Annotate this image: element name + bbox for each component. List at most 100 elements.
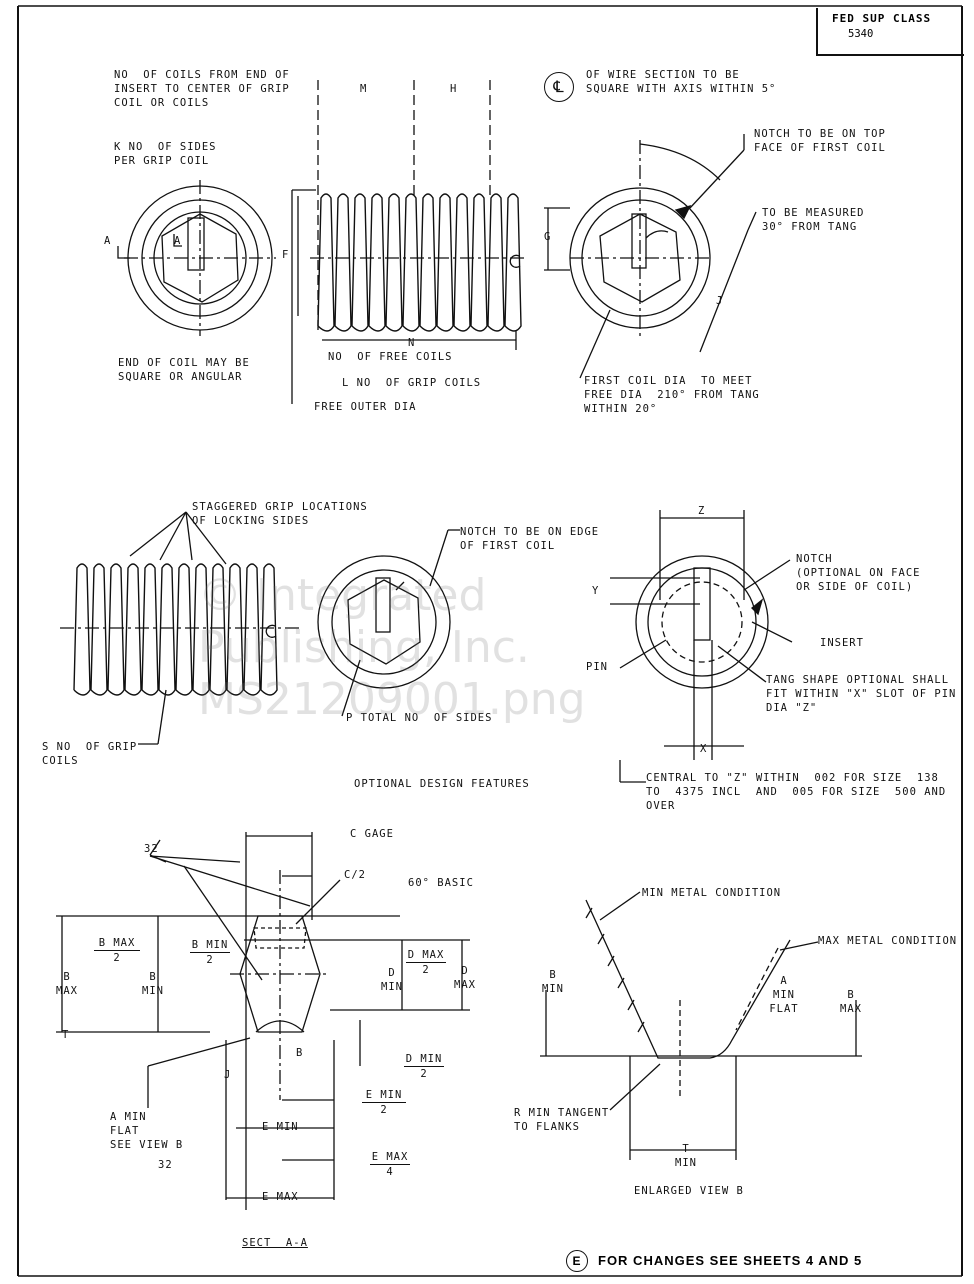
dim-j-top: J bbox=[716, 295, 724, 307]
b-max-view-b: B MAX bbox=[840, 989, 862, 1015]
free-outer-dia-label: FREE OUTER DIA bbox=[314, 401, 417, 413]
free-coils-label: NO OF FREE COILS bbox=[328, 351, 453, 363]
sheet-border bbox=[17, 5, 963, 1277]
e-max-quarter-den: 4 bbox=[386, 1166, 394, 1178]
end-coil-note: END OF COIL MAY BE SQUARE OR ANGULAR bbox=[118, 357, 250, 383]
coil-loop bbox=[487, 193, 505, 332]
e-min-half-num: E MIN bbox=[362, 1088, 406, 1103]
measured-note: TO BE MEASURED 30° FROM TANG bbox=[762, 207, 865, 233]
staggered-label: STAGGERED GRIP LOCATIONS OF LOCKING SIDE… bbox=[192, 501, 368, 527]
b-max-half-den: 2 bbox=[113, 952, 121, 964]
section-a-right: A bbox=[174, 235, 182, 247]
k-sides-label: K NO OF SIDES PER GRIP COIL bbox=[114, 141, 217, 167]
coil-loop bbox=[107, 563, 125, 696]
p-sides-label: P TOTAL NO OF SIDES bbox=[346, 712, 493, 724]
dim-j-section: J bbox=[224, 1069, 232, 1081]
section-a-left: A bbox=[104, 235, 112, 247]
fed-sup-class-number: 5340 bbox=[848, 28, 874, 40]
no-coils-label: NO OF COILS FROM END OF INSERT TO CENTER… bbox=[114, 69, 290, 109]
dim-x: X bbox=[700, 743, 708, 755]
coil-loop bbox=[436, 193, 454, 332]
coil-loop bbox=[317, 193, 335, 332]
d-min-label: D MIN bbox=[381, 967, 403, 993]
grip-coils-label: L NO OF GRIP COILS bbox=[342, 377, 482, 389]
d-min-half-den: 2 bbox=[420, 1068, 428, 1080]
coil-loop bbox=[260, 563, 278, 696]
notch-top-note: NOTCH TO BE ON TOP FACE OF FIRST COIL bbox=[754, 128, 886, 154]
central-note: CENTRAL TO "Z" WITHIN 002 FOR SIZE 138 T… bbox=[646, 772, 947, 812]
section-a-a bbox=[56, 832, 470, 1210]
pin-insert-view bbox=[610, 510, 793, 783]
dim-z: Z bbox=[698, 505, 706, 517]
dim-y: Y bbox=[592, 585, 600, 597]
d-max-half-num: D MAX bbox=[406, 949, 446, 963]
end-view-notch-edge bbox=[317, 529, 460, 717]
coil-loop bbox=[351, 193, 369, 332]
e-max-label: E MAX bbox=[262, 1191, 299, 1203]
footer-text: FOR CHANGES SEE SHEETS 4 AND 5 bbox=[598, 1253, 863, 1268]
b-max-half-num: B MAX bbox=[94, 936, 140, 951]
coil-loop bbox=[90, 563, 108, 696]
end-view-coil-right bbox=[569, 134, 757, 379]
coil-loop bbox=[385, 193, 403, 332]
dim-g: G bbox=[544, 231, 552, 243]
b-min-view-b: B MIN bbox=[542, 969, 564, 995]
coil-loop bbox=[124, 563, 142, 696]
coil-loop bbox=[402, 193, 420, 332]
t-min-label: T MIN bbox=[675, 1143, 697, 1169]
b-min-half-den: 2 bbox=[206, 954, 214, 966]
sect-a-a-title: SECT A-A bbox=[242, 1237, 308, 1249]
coil-loop bbox=[243, 563, 261, 696]
c-gage-label: C GAGE bbox=[350, 828, 394, 840]
b-max-label: B MAX bbox=[56, 971, 78, 997]
r-min-note: R MIN TANGENT TO FLANKS bbox=[514, 1107, 610, 1133]
d-max-half-den: 2 bbox=[422, 964, 430, 976]
a-min-flat-view-b: A MIN FLAT bbox=[769, 975, 799, 1015]
coil-loop bbox=[334, 193, 352, 332]
max-metal-label: MAX METAL CONDITION bbox=[818, 935, 958, 947]
enlarged-view-b bbox=[540, 891, 862, 1160]
e-max-quarter-num: E MAX bbox=[370, 1151, 410, 1165]
tang-shape-note: TANG SHAPE OPTIONAL SHALL FIT WITHIN "X"… bbox=[766, 674, 957, 714]
s-grip-label: S NO OF GRIP COILS bbox=[42, 741, 138, 767]
finish-symbol-bottom: 32 bbox=[158, 1159, 173, 1171]
dim-t-section: T bbox=[62, 1029, 70, 1041]
notch-optional-note: NOTCH (OPTIONAL ON FACE OR SIDE OF COIL) bbox=[796, 553, 921, 593]
coil-loop bbox=[368, 193, 386, 332]
side-view-coil bbox=[291, 80, 570, 404]
coil-loop bbox=[175, 563, 193, 696]
d-max-label: D MAX bbox=[454, 965, 476, 991]
a-min-flat-label: A MIN FLAT SEE VIEW B bbox=[110, 1111, 184, 1151]
b-min-label: B MIN bbox=[142, 971, 164, 997]
dim-h: H bbox=[450, 83, 458, 95]
e-min-half-den: 2 bbox=[380, 1104, 388, 1116]
coil-loop bbox=[504, 193, 522, 332]
centerline-symbol-icon: ℄ bbox=[544, 72, 574, 102]
coil-loop bbox=[470, 193, 488, 332]
dim-b-angle: B bbox=[296, 1047, 304, 1059]
insert-label: INSERT bbox=[820, 637, 864, 649]
dim-m: M bbox=[360, 83, 368, 95]
coil-loop bbox=[419, 193, 437, 332]
fed-sup-class-box: FED SUP CLASS 5340 bbox=[816, 8, 964, 56]
finish-symbol-top: 32 bbox=[144, 843, 159, 855]
first-coil-note: FIRST COIL DIA TO MEET FREE DIA 210° FRO… bbox=[584, 375, 760, 415]
coil-loop bbox=[73, 563, 91, 696]
pin-label: PIN bbox=[586, 661, 608, 673]
basic-angle-label: 60° BASIC bbox=[408, 877, 474, 889]
coil-loop bbox=[141, 563, 159, 696]
coil-loop bbox=[158, 563, 176, 696]
revision-e-symbol: E bbox=[566, 1250, 588, 1272]
e-min-label: E MIN bbox=[262, 1121, 299, 1133]
end-view-coil-left bbox=[117, 180, 276, 336]
notch-edge-note: NOTCH TO BE ON EDGE OF FIRST COIL bbox=[460, 526, 600, 552]
coil-loop bbox=[453, 193, 471, 332]
dim-f: F bbox=[282, 249, 290, 261]
coil-loop bbox=[192, 563, 210, 696]
footer-note: E FOR CHANGES SEE SHEETS 4 AND 5 bbox=[566, 1250, 862, 1272]
coil-loop bbox=[209, 563, 227, 696]
d-min-half-num: D MIN bbox=[404, 1053, 444, 1067]
staggered-coil-view bbox=[60, 511, 300, 745]
c-half-label: C/2 bbox=[344, 869, 366, 881]
